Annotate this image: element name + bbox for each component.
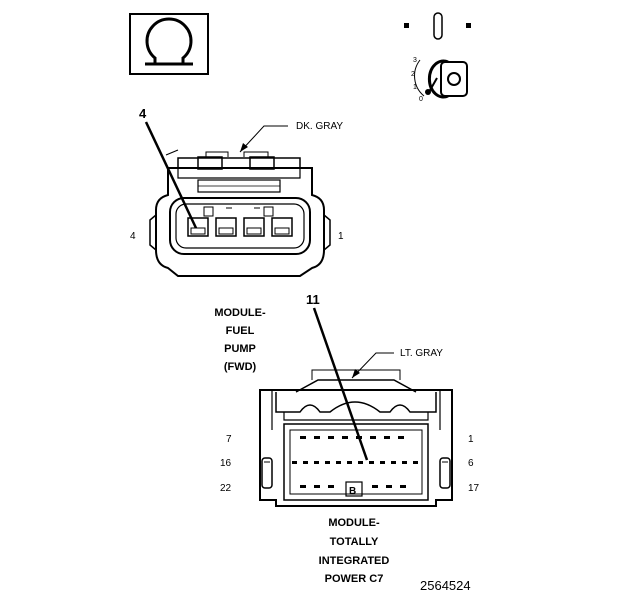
ignition-pos-1: 1 xyxy=(413,84,417,91)
lt-gray-pin-row-2 xyxy=(292,461,418,464)
fuel-pump-label-line-1: MODULE- xyxy=(214,307,266,319)
callout-pin-11: 11 xyxy=(306,292,320,307)
tipm-label-line-3: INTEGRATED xyxy=(319,555,390,567)
lt-gray-pin-7: 7 xyxy=(226,434,232,445)
callout-11-leader xyxy=(312,307,369,461)
tipm-label-line-1: MODULE- xyxy=(328,517,380,529)
tipm-label-line-2: TOTALLY xyxy=(330,536,379,548)
ignition-pos-3: 3 xyxy=(413,57,417,64)
connector-dk-gray xyxy=(149,149,331,277)
lt-gray-pin-16: 16 xyxy=(220,458,232,469)
lt-gray-pin-6: 6 xyxy=(468,458,474,469)
lt-gray-leader xyxy=(351,352,394,379)
dk-gray-arrowhead xyxy=(240,143,248,152)
connector-dk-gray-pin-left: 4 xyxy=(130,231,136,242)
lt-gray-pin-row-3 xyxy=(300,485,406,488)
figure-id: 2564524 xyxy=(420,578,471,593)
tipm-label-line-4: POWER C7 xyxy=(325,573,384,585)
fuel-pump-label-line-4: (FWD) xyxy=(224,361,257,373)
lt-gray-key-mark: B xyxy=(349,486,356,497)
ohmmeter-symbol xyxy=(129,13,209,75)
connector-lt-gray xyxy=(259,369,453,507)
connector-dk-gray-pin-right: 1 xyxy=(338,231,344,242)
dk-gray-leader xyxy=(239,125,288,153)
lt-gray-pin-17: 17 xyxy=(468,483,480,494)
fuel-pump-label-line-3: PUMP xyxy=(224,343,256,355)
ignition-pos-2: 2 xyxy=(411,71,415,78)
callout-4-leader xyxy=(144,121,198,229)
lt-gray-pin-1: 1 xyxy=(468,434,474,445)
lt-gray-pin-row-1 xyxy=(300,436,404,439)
ignition-switch-icon: 3 2 1 0 xyxy=(404,12,471,103)
lt-gray-pin-22: 22 xyxy=(220,483,232,494)
fuel-pump-label-line-2: FUEL xyxy=(226,325,255,337)
ignition-pos-0: 0 xyxy=(419,96,423,103)
connector-dk-gray-color-label: DK. GRAY xyxy=(296,121,343,132)
lt-gray-arrowhead xyxy=(352,369,360,378)
connector-lt-gray-color-label: LT. GRAY xyxy=(400,348,443,359)
callout-pin-4: 4 xyxy=(139,106,147,121)
